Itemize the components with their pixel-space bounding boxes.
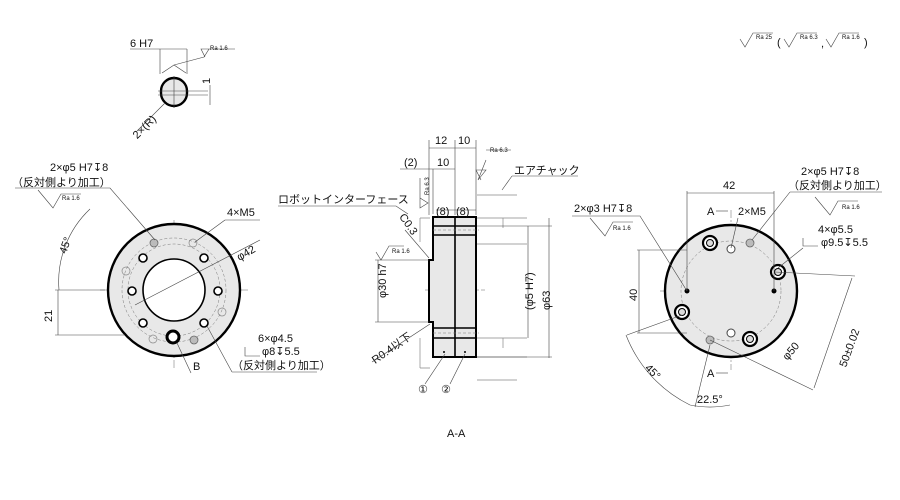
pin-holes-label: 2×φ5 H7↧8 [50,162,108,174]
left-end-view: 2×φ5 H7↧8 （反対側より加工） Ra 1.6 4×M5 φ42 45° … [12,162,331,374]
pcd-label: φ42 [235,243,258,263]
pin-dia-label: (φ5 H7) [524,272,536,310]
ra1-label: Ra 1.6 [842,205,860,211]
section-view: 12 10 (2) 10 (8) (8) Ra 6.3 Ra 6.3 エアチャッ… [278,135,580,440]
holes-label: 4×φ5.5 [818,224,853,236]
ra-top: Ra 6.3 [490,148,508,154]
robot-interface-label: ロボットインターフェース [278,193,409,206]
right-end-view: 42 2×φ5 H7↧8 （反対側より加工） Ra 1.6 2×φ3 H7↧8 … [572,166,887,408]
part1-balloon: ① [418,384,428,396]
angle1-label: 45° [642,362,662,382]
roughness-legend: Ra 25 ( Ra 6.3 , Ra 1.6 ) [739,32,868,50]
ra-label: Ra 1.6 [62,196,80,202]
section-caption: A-A [447,428,466,440]
ra-alt2: Ra 1.6 [842,35,860,41]
dim-10b: 10 [437,157,449,169]
dim-2: (2) [404,157,417,169]
taps-label: 2×M5 [738,206,766,218]
offset-label: 21 [43,310,55,322]
air-chuck-label: エアチャック [514,164,580,177]
paren-open: ( [777,37,781,49]
section-a-bottom: A [707,368,715,380]
dim-12: 12 [435,135,447,147]
pin-holes-label: 2×φ5 H7↧8 [801,166,859,178]
slot-width-dim: 6 H7 [130,38,153,50]
spigot-label: φ30 h7 [377,263,389,298]
dim-10a: 10 [458,135,470,147]
paren-close: ) [864,37,868,49]
angle-label: 45° [57,236,74,256]
height-dim: 40 [628,289,640,301]
span-label: 50±0.02 [838,327,863,368]
ra-main: Ra 25 [756,35,773,41]
ra-side: Ra 6.3 [425,177,431,195]
ra-label: Ra 1.6 [210,46,228,52]
pin-holes-note: （反対側より加工） [12,175,111,189]
marker-b: B [193,361,200,373]
pcd-label: φ50 [781,340,803,363]
angle2-label: 22.5° [697,394,723,406]
taps-label: 4×M5 [227,207,255,219]
sep: , [821,38,824,50]
counterbored-holes [673,234,787,348]
cbore-label: φ9.5↧5.5 [821,237,868,249]
tap-holes [121,238,227,344]
width-dim: 42 [723,180,735,192]
offset-dim: 1 [201,78,213,84]
dim-8a: (8) [436,206,449,218]
section-a-top: A [707,206,715,218]
dim-8b: (8) [456,206,469,218]
bolt-holes [127,253,223,328]
slot-detail-view: 6 H7 Ra 1.6 1 2×(R) [130,38,235,141]
ra-alt1: Ra 6.3 [800,35,818,41]
outer-dia-label: φ63 [541,291,553,310]
pin-holes-note: （反対側より加工） [788,178,887,192]
bolt-holes-label: 6×φ4.5 [258,333,293,345]
radius-dim: 2×(R) [131,113,159,141]
bolt-note: （反対側より加工） [232,358,331,372]
ra-bore: Ra 1.6 [392,249,410,255]
dowel-label: 2×φ3 H7↧8 [574,203,632,215]
part2-balloon: ② [441,384,451,396]
ra2-label: Ra 1.6 [613,226,631,232]
bolt-cbore-label: φ8↧5.5 [262,346,300,358]
